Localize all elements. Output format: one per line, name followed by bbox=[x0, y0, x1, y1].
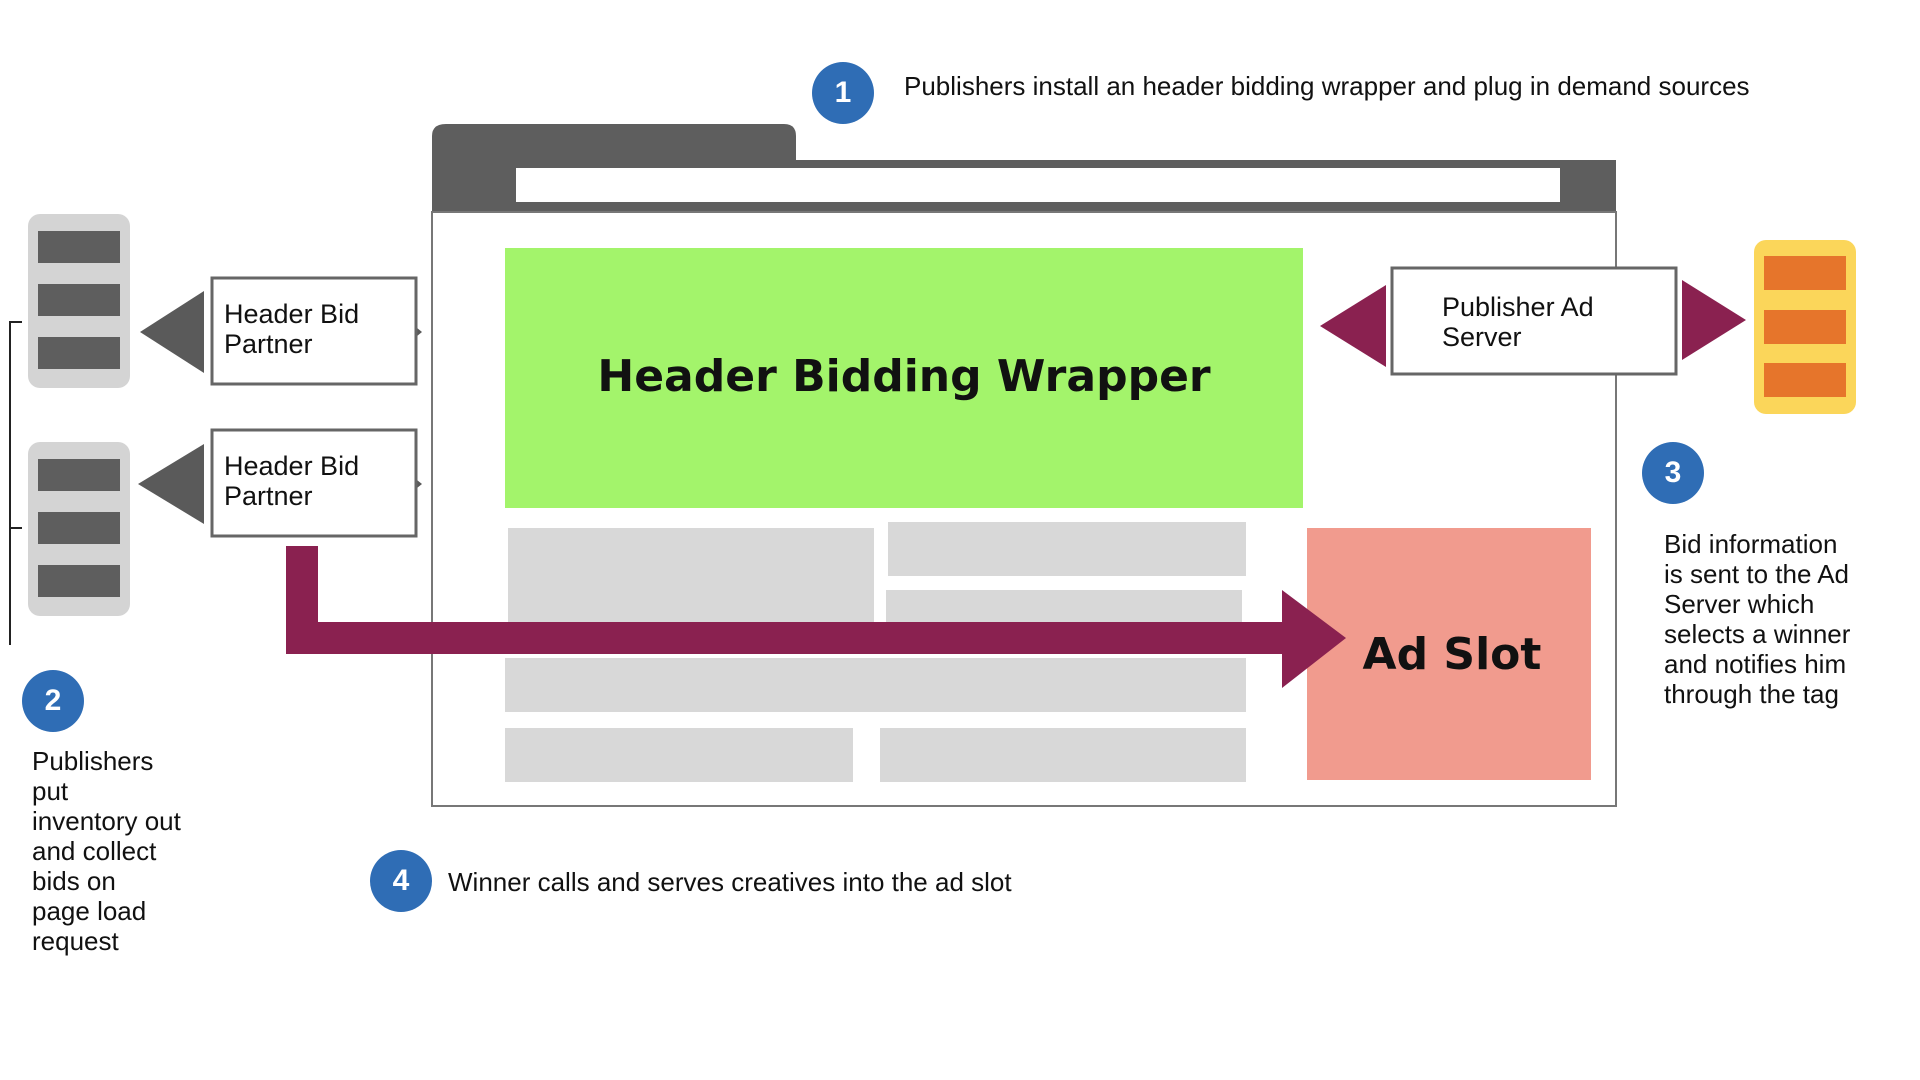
step-3-text: Bid information is sent to the Ad Server… bbox=[1664, 529, 1850, 709]
partner-label-line1: Header Bid bbox=[224, 299, 360, 329]
partner-label-line2: Partner bbox=[224, 329, 313, 359]
step-2-line: put bbox=[32, 776, 69, 806]
step-1-text: Publishers install an header bidding wra… bbox=[904, 71, 1750, 101]
content-block bbox=[880, 728, 1246, 782]
content-block bbox=[505, 658, 1246, 712]
arrow-icon bbox=[1682, 280, 1746, 360]
step-4-text: Winner calls and serves creatives into t… bbox=[448, 867, 1012, 897]
server-icon bbox=[28, 442, 130, 616]
ad-slot-box bbox=[1307, 528, 1591, 780]
step-1-badge: 1 bbox=[812, 62, 874, 124]
ad-slot-title: Ad Slot bbox=[1362, 629, 1542, 680]
server-icon bbox=[28, 214, 130, 388]
step-3-line: Bid information bbox=[1664, 529, 1838, 559]
partner-box bbox=[210, 276, 418, 386]
arrow-icon bbox=[140, 291, 204, 373]
step-3-line: and notifies him bbox=[1664, 649, 1847, 679]
winner-arrow-icon bbox=[286, 546, 1346, 688]
partner-label: Header Bid Partner bbox=[224, 451, 359, 511]
partner-label-line2: Partner bbox=[224, 481, 313, 511]
step-2-line: and collect bbox=[32, 836, 157, 866]
content-block bbox=[888, 522, 1246, 576]
ad-server-box bbox=[1390, 266, 1678, 376]
step-2-line: inventory out bbox=[32, 806, 181, 836]
ad-server-label-line1: Publisher Ad bbox=[1442, 292, 1594, 322]
ad-server-icon bbox=[1754, 240, 1856, 414]
partner-label: Header Bid Partner bbox=[224, 299, 359, 359]
step-2-line: Publishers bbox=[32, 746, 154, 776]
ad-server-label-line2: Server bbox=[1442, 322, 1522, 352]
partner-box bbox=[210, 428, 418, 538]
partner-label-line1: Header Bid bbox=[224, 451, 360, 481]
header-bidding-wrapper-box bbox=[505, 248, 1303, 508]
step-2-line: request bbox=[32, 926, 119, 956]
content-block bbox=[505, 728, 853, 782]
arrow-icon bbox=[138, 444, 204, 524]
step-3-line: Server which bbox=[1664, 589, 1815, 619]
browser-address-bar bbox=[516, 168, 1560, 202]
step-3-badge: 3 bbox=[1642, 442, 1704, 504]
step-3-line: selects a winner bbox=[1664, 619, 1851, 649]
ad-server-label: Publisher Ad Server bbox=[1442, 292, 1594, 352]
step-3-line: through the tag bbox=[1664, 679, 1839, 709]
arrow-icon bbox=[1320, 285, 1386, 367]
step-2-line: page load bbox=[32, 896, 147, 926]
step-3-line: is sent to the Ad bbox=[1664, 559, 1850, 589]
wrapper-title: Header Bidding Wrapper bbox=[597, 351, 1211, 402]
step-2-text: Publishers put inventory out and collect… bbox=[32, 746, 181, 956]
step-2-badge: 2 bbox=[22, 670, 84, 732]
step-4-badge: 4 bbox=[370, 850, 432, 912]
bracket-line bbox=[9, 321, 22, 645]
content-block bbox=[508, 528, 874, 624]
step-2-line: bids on bbox=[32, 866, 116, 896]
